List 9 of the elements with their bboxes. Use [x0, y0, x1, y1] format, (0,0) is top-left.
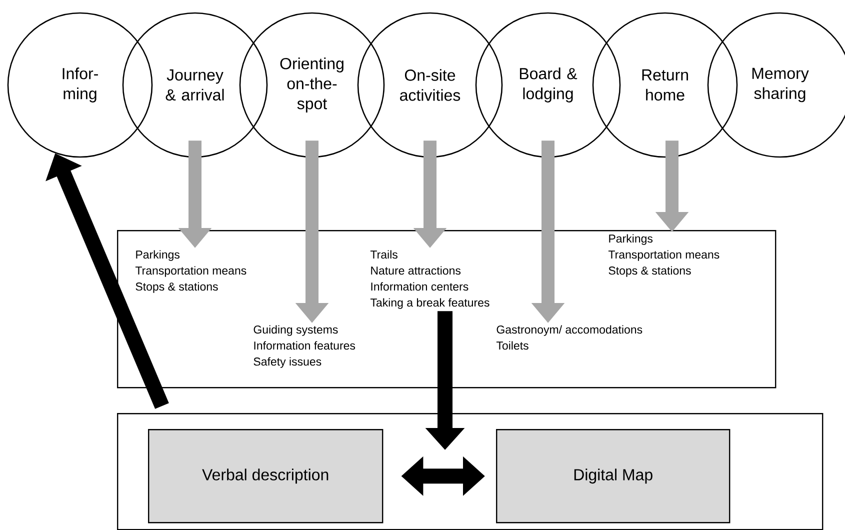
process-box: Digital Map	[496, 429, 730, 524]
item-list: Trails Nature attractions Information centers Taking a break features	[370, 250, 490, 309]
item-list: Guiding systems Information features Safety issues	[254, 325, 356, 368]
item-list: Parkings Transportation means Stops & stations	[135, 250, 246, 293]
frame-box	[117, 230, 776, 388]
frame-box	[117, 413, 824, 530]
item-list: Parkings Transportation means Stops & stations	[608, 234, 720, 277]
item-list: Gastronoym/ accomodations Toilets	[496, 325, 642, 350]
process-box: Verbal description	[148, 429, 384, 524]
